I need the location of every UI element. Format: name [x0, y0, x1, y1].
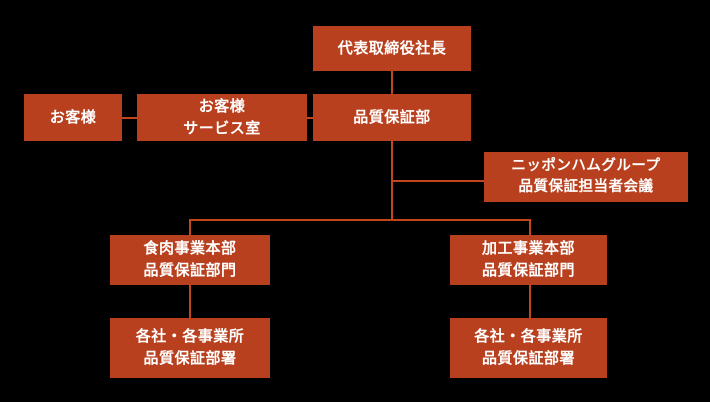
connector-qa-trunk	[391, 141, 393, 221]
connector-service-qa	[307, 117, 313, 119]
connector-processed-companies	[529, 285, 531, 318]
node-processed-division: 加工事業本部 品質保証部門	[450, 235, 607, 285]
node-companies-left: 各社・各事業所 品質保証部署	[110, 318, 270, 378]
node-qa-department: 品質保証部	[313, 94, 471, 141]
connector-president-qa	[391, 71, 393, 94]
node-meat-division: 食肉事業本部 品質保証部門	[110, 235, 270, 285]
node-companies-right: 各社・各事業所 品質保証部署	[450, 318, 607, 378]
node-customer: お客様	[24, 94, 122, 141]
node-president: 代表取締役社長	[313, 26, 471, 71]
connector-qa-nhgroup	[393, 180, 484, 182]
node-customer-service: お客様 サービス室	[137, 94, 307, 141]
connector-customer-service	[122, 117, 137, 119]
connector-drop-left	[189, 219, 191, 235]
connector-drop-right	[529, 219, 531, 235]
node-nh-group-meeting: ニッポンハムグループ 品質保証担当者会議	[484, 152, 688, 202]
connector-branch-horizontal	[189, 219, 531, 221]
connector-meat-companies	[189, 285, 191, 318]
